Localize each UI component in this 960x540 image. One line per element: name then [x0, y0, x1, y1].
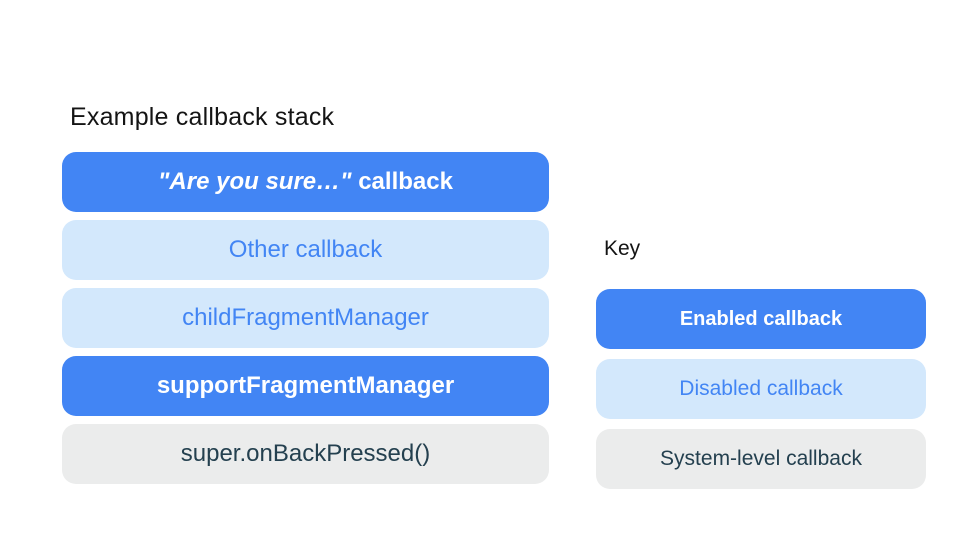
key-item-enabled-callback: Enabled callback: [596, 289, 926, 349]
stack-item-label-italic: "Are you sure…": [158, 168, 352, 195]
stack-item-other-callback: Other callback: [62, 220, 549, 280]
stack-item-are-you-sure-callback: "Are you sure…" callback: [62, 152, 549, 212]
key-title: Key: [604, 237, 641, 260]
key-item-disabled-callback: Disabled callback: [596, 359, 926, 419]
stack-item-supportfragmentmanager: supportFragmentManager: [62, 356, 549, 416]
stack-item-label-rest: callback: [351, 168, 453, 195]
callback-stack: "Are you sure…" callback Other callback …: [62, 152, 549, 484]
key-item-system-level-callback: System-level callback: [596, 429, 926, 489]
stack-item-childfragmentmanager: childFragmentManager: [62, 288, 549, 348]
stack-item-super-onbackpressed: super.onBackPressed(): [62, 424, 549, 484]
key-legend: Enabled callback Disabled callback Syste…: [596, 289, 926, 489]
page-title: Example callback stack: [70, 103, 335, 131]
